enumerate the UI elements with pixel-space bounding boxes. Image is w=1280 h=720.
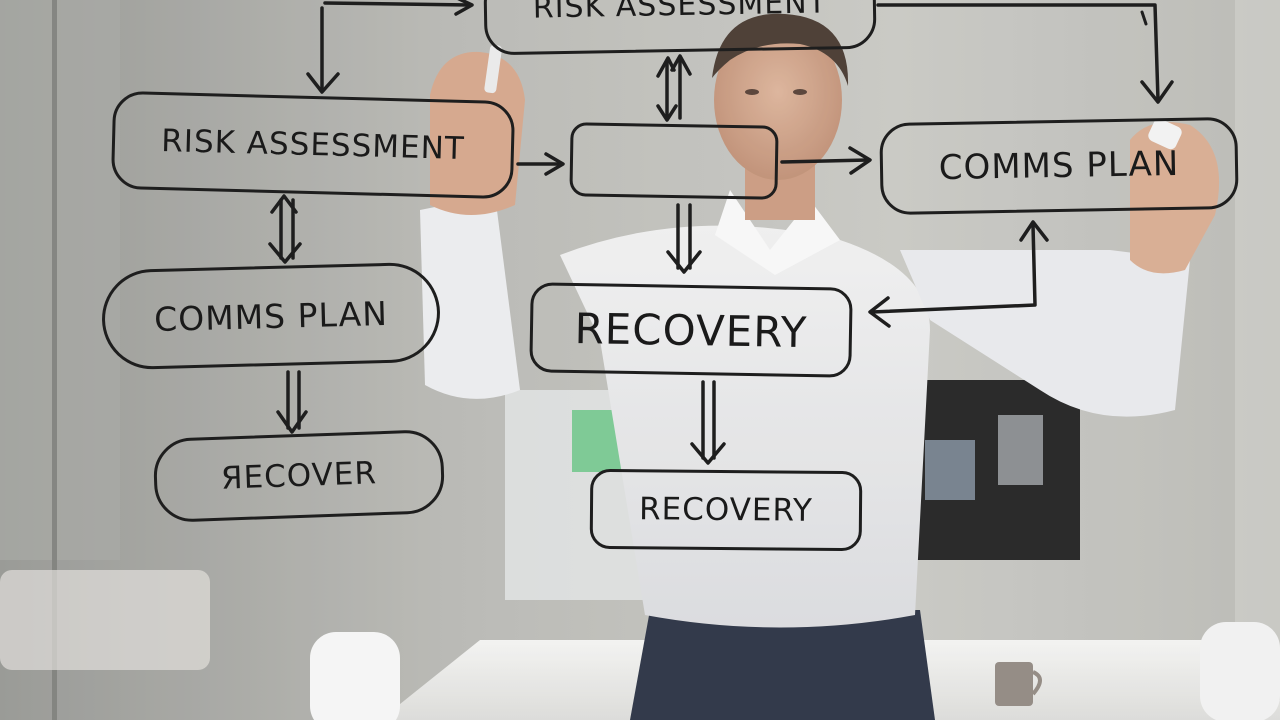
- flow-node-label: RECOVERY: [574, 303, 808, 357]
- flow-node-label: RISK ASSESSMENT: [160, 123, 466, 167]
- flow-node-label: COMMS PLAN: [938, 143, 1180, 189]
- flow-node-risk-assessment: RISK ASSESSMENT: [110, 90, 516, 200]
- flow-node-label: COMMS PLAN: [153, 293, 389, 339]
- flow-node-recovery-bottom: RECOVERY: [589, 468, 863, 552]
- flow-node-comms-plan-right: COMMS PLAN: [879, 116, 1239, 216]
- flow-node-top-risk-assessment: RISK ASSESSMENT: [483, 0, 877, 56]
- flow-node-label: RECOVERY: [638, 491, 814, 529]
- flow-node-label: ЯECOVER: [220, 455, 378, 497]
- flow-node-label: RISK ASSESSMENT: [532, 0, 828, 26]
- flow-node-recover-left: ЯECOVER: [152, 428, 446, 524]
- flow-node-recovery-center: RECOVERY: [529, 282, 853, 378]
- flow-node-comms-plan-left: COMMS PLAN: [100, 261, 442, 371]
- flow-node-empty: [569, 122, 779, 200]
